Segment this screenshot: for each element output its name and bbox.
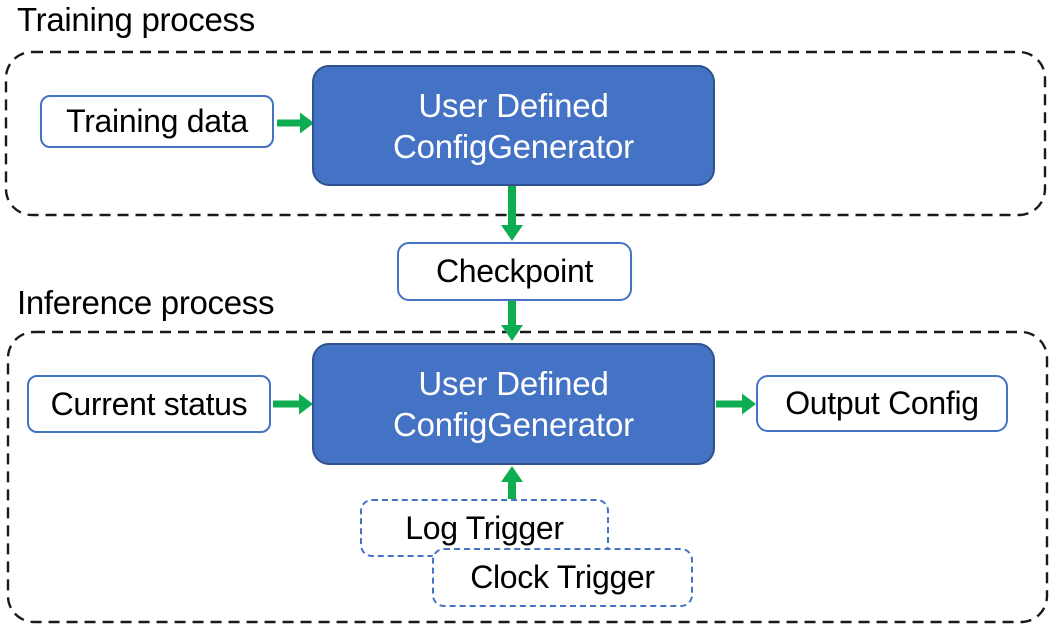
arrow-generator-to-checkpoint [501,186,523,241]
arrow-current-status-to-generator [273,393,313,415]
inference-process-title: Inference process [17,284,275,321]
training-process-title: Training process [17,1,255,38]
training-data-box: Training data [40,95,274,148]
arrow-triggers-to-generator [501,466,523,499]
training-process-container-outline [4,50,1047,217]
checkpoint-box: Checkpoint [397,242,632,301]
arrow-training-data-to-generator [277,112,314,134]
training-config-generator-box: User Defined ConfigGenerator [312,65,715,186]
arrow-generator-to-output-config [716,393,756,415]
inference-config-generator-box: User Defined ConfigGenerator [312,343,715,465]
arrow-checkpoint-to-inference-generator [501,301,523,341]
inference-process-container-outline [6,330,1049,624]
output-config-box: Output Config [756,375,1008,432]
current-status-box: Current status [27,375,271,433]
clock-trigger-box: Clock Trigger [432,548,693,607]
